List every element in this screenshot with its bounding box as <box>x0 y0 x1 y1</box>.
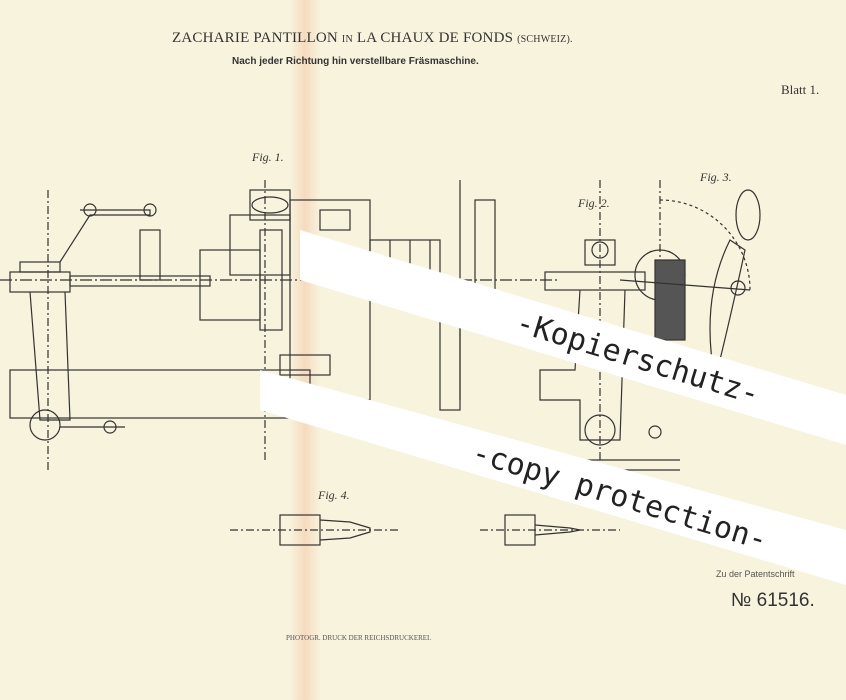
figure-3-drawing <box>619 180 761 381</box>
figure-4-label: Fig. 4. <box>318 488 350 502</box>
patent-reference-label: Zu der Patentschrift <box>716 569 795 579</box>
place-name: LA CHAUX DE FONDS <box>356 30 514 46</box>
printer-credit: PHOTOGR. DRUCK DER REICHSDRUCKEREI. <box>286 634 432 642</box>
figure-2-label: Fig. 2. <box>578 196 610 210</box>
figure-3-label: Fig. 3. <box>700 170 732 184</box>
watermark-band-2 <box>260 370 846 585</box>
paper-discoloration <box>290 0 320 700</box>
sheet-label: Blatt 1. <box>781 82 820 97</box>
patent-number: № 61516. <box>731 590 815 611</box>
invention-subtitle: Nach jeder Richtung hin verstellbare Frä… <box>232 56 479 67</box>
inventor-name: ZACHARIE PANTILLON <box>172 30 338 46</box>
country-name: (SCHWEIZ). <box>517 34 573 45</box>
watermark-band-1 <box>300 230 846 445</box>
figure-4-drawing <box>230 514 620 546</box>
figure-1-label: Fig. 1. <box>252 150 284 164</box>
in-word: IN <box>341 34 353 45</box>
patent-title: ZACHARIE PANTILLON IN LA CHAUX DE FONDS … <box>172 30 573 47</box>
